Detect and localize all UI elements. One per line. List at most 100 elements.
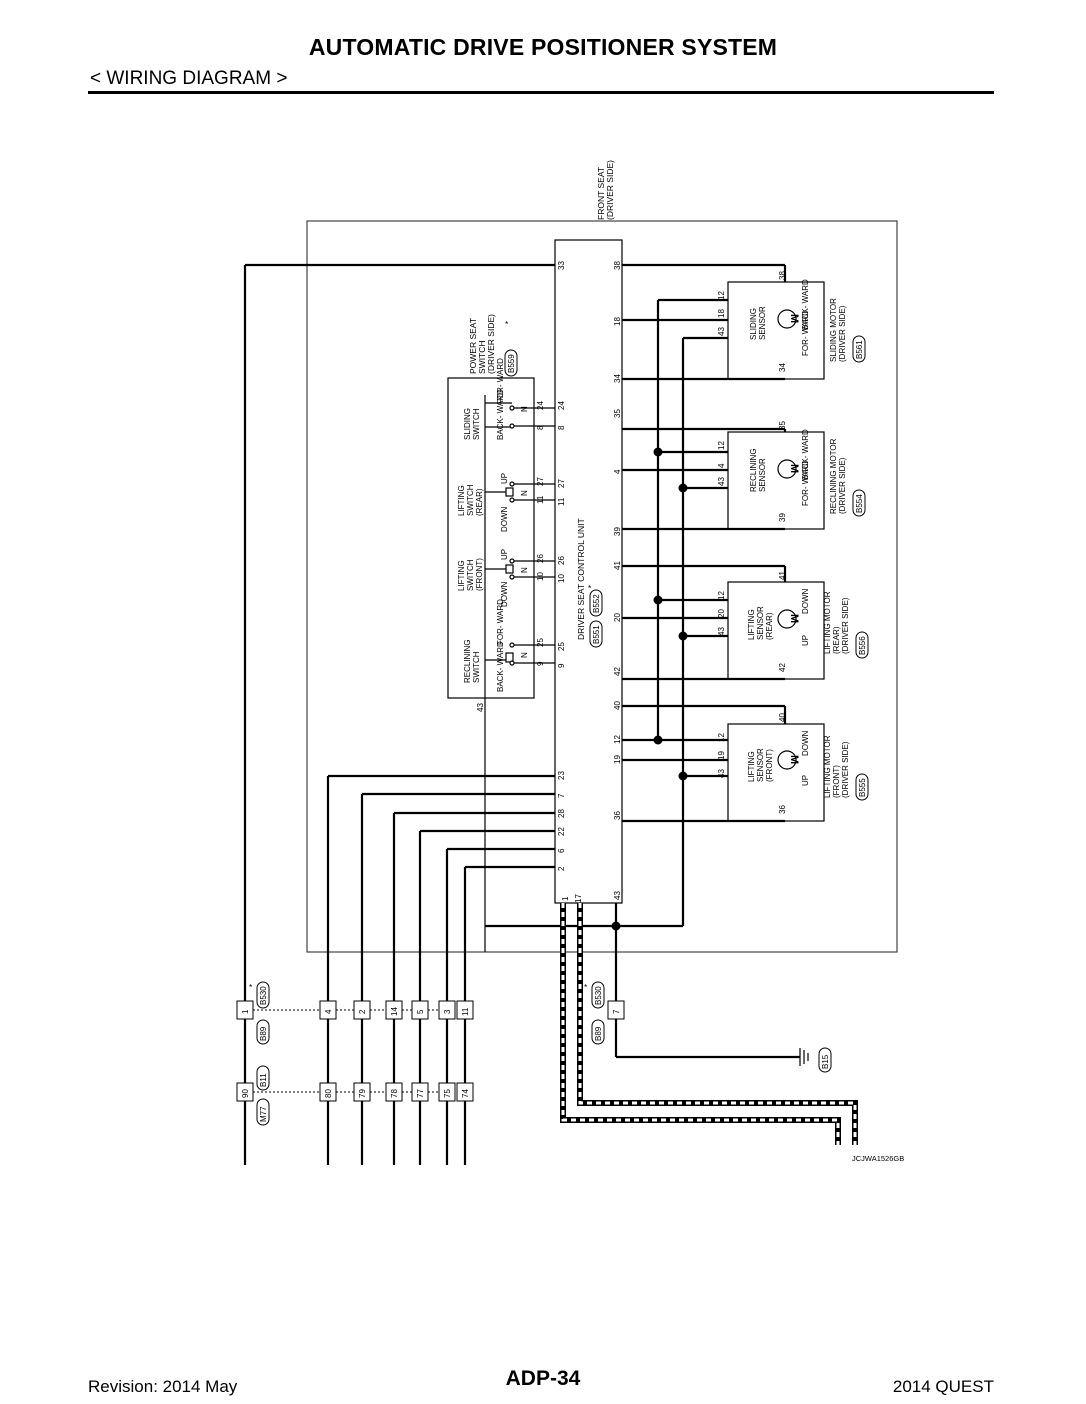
svg-text:SLIDINGSENSOR: SLIDINGSENSOR (749, 306, 767, 340)
svg-text:BACK- WARD: BACK- WARD (496, 389, 505, 440)
svg-text:B555: B555 (858, 778, 867, 797)
svg-text:4: 4 (613, 469, 622, 474)
svg-text:M: M (788, 614, 800, 623)
ecu-connector-b552: B552 (589, 589, 603, 617)
svg-text:LIFTINGSENSOR(FRONT): LIFTINGSENSOR(FRONT) (747, 748, 774, 782)
svg-text:4: 4 (324, 1009, 333, 1014)
svg-text:43: 43 (717, 627, 726, 636)
svg-text:2: 2 (557, 866, 566, 871)
svg-text:BACK- WARD: BACK- WARD (801, 429, 810, 480)
svg-text:DOWN: DOWN (500, 581, 509, 607)
power-switch-connector-b559: B559 (504, 349, 518, 377)
svg-text:FOR- WARD: FOR- WARD (496, 358, 505, 404)
svg-text:12: 12 (717, 733, 726, 742)
svg-text:B559: B559 (507, 354, 516, 373)
svg-text:27: 27 (536, 477, 545, 486)
svg-text:35: 35 (778, 421, 787, 430)
svg-text:36: 36 (778, 805, 787, 814)
svg-text:78: 78 (390, 1089, 399, 1098)
svg-text:UP: UP (801, 775, 810, 786)
motor-symbols (777, 309, 797, 770)
svg-text:80: 80 (324, 1089, 333, 1098)
svg-text:42: 42 (778, 663, 787, 672)
svg-text:7: 7 (557, 793, 566, 798)
svg-text:8: 8 (536, 425, 545, 430)
svg-text:9: 9 (536, 661, 545, 666)
svg-text:9: 9 (557, 663, 566, 668)
svg-text:19: 19 (717, 751, 726, 760)
front-seat-frame (306, 220, 898, 953)
svg-text:38: 38 (613, 261, 622, 270)
motor-boxes (727, 281, 825, 822)
svg-text:M: M (788, 314, 800, 323)
svg-text:10: 10 (557, 574, 566, 583)
svg-text:B530: B530 (594, 986, 603, 1005)
svg-text:74: 74 (461, 1089, 470, 1098)
svg-text:M77: M77 (259, 1106, 268, 1122)
switch-pin-labels: 24 8 27 11 26 10 25 9 24 8 27 11 26 10 2… (476, 358, 566, 712)
switch-contacts (484, 395, 555, 952)
svg-text:26: 26 (557, 556, 566, 565)
svg-text:B552: B552 (592, 594, 601, 613)
asterisk: * (505, 319, 509, 329)
svg-text:10: 10 (536, 572, 545, 581)
svg-text:43: 43 (717, 769, 726, 778)
image-code: JCJWA1526GB (852, 1154, 904, 1163)
svg-text:12: 12 (717, 291, 726, 300)
svg-text:14: 14 (390, 1007, 399, 1016)
svg-text:38: 38 (778, 271, 787, 280)
svg-text:11: 11 (557, 497, 566, 506)
svg-text:41: 41 (778, 571, 787, 580)
svg-text:RECLININGSWITCH: RECLININGSWITCH (463, 639, 481, 683)
svg-text:43: 43 (717, 327, 726, 336)
svg-text:FOR- WARD: FOR- WARD (801, 460, 810, 506)
page-number: ADP-34 (505, 1367, 581, 1390)
svg-text:39: 39 (613, 527, 622, 536)
svg-text:27: 27 (557, 479, 566, 488)
svg-text:77: 77 (416, 1089, 425, 1098)
svg-text:22: 22 (557, 827, 566, 836)
svg-text:39: 39 (778, 513, 787, 522)
svg-text:5: 5 (416, 1009, 425, 1014)
svg-text:FOR- WARD: FOR- WARD (801, 310, 810, 356)
svg-text:B551: B551 (592, 625, 601, 644)
svg-text:7: 7 (612, 1009, 621, 1014)
svg-text:40: 40 (778, 713, 787, 722)
svg-text:N: N (520, 652, 529, 658)
svg-text:43: 43 (613, 891, 622, 900)
svg-text:DOWN: DOWN (801, 588, 810, 614)
svg-text:LIFTINGSWITCH(FRONT): LIFTINGSWITCH(FRONT) (457, 558, 484, 591)
motor-wires (485, 263, 800, 1059)
svg-text:36: 36 (613, 811, 622, 820)
ecu-pin-labels: 33 23 7 28 22 6 2 1 17 38 18 34 35 4 39 … (557, 261, 622, 903)
svg-text:B530: B530 (259, 986, 268, 1005)
svg-text:42: 42 (613, 667, 622, 676)
svg-text:N: N (520, 567, 529, 573)
svg-text:34: 34 (613, 374, 622, 383)
svg-text:SLIDINGSWITCH: SLIDINGSWITCH (463, 408, 481, 440)
svg-text:*: * (249, 982, 253, 992)
svg-text:N: N (520, 406, 529, 412)
page-title: AUTOMATIC DRIVE POSITIONER SYSTEM (308, 34, 778, 60)
revision-label: Revision: 2014 May (88, 1377, 238, 1396)
svg-text:LIFTINGSWITCH(REAR): LIFTINGSWITCH(REAR) (457, 484, 484, 516)
svg-text:LIFTING MOTOR(REAR)(DRIVER SID: LIFTING MOTOR(REAR)(DRIVER SIDE) (823, 591, 850, 654)
svg-text:1: 1 (561, 896, 570, 901)
svg-text:75: 75 (443, 1089, 452, 1098)
svg-text:4: 4 (717, 463, 726, 468)
ground-connector-b15: B15 (818, 1047, 832, 1073)
svg-text:18: 18 (717, 309, 726, 318)
junction-dots (611, 447, 688, 931)
svg-text:41: 41 (613, 561, 622, 570)
svg-text:43: 43 (476, 703, 485, 712)
svg-text:12: 12 (613, 735, 622, 744)
svg-text:24: 24 (536, 401, 545, 410)
svg-text:11: 11 (461, 1007, 470, 1016)
svg-text:25: 25 (536, 638, 545, 647)
svg-text:BACK- WARD: BACK- WARD (801, 279, 810, 330)
svg-text:23: 23 (557, 771, 566, 780)
svg-text:M: M (788, 464, 800, 473)
motor-pin-labels: 38 34 12 18 43 35 39 12 4 43 41 42 12 20… (717, 271, 787, 814)
svg-text:DOWN: DOWN (500, 506, 509, 532)
